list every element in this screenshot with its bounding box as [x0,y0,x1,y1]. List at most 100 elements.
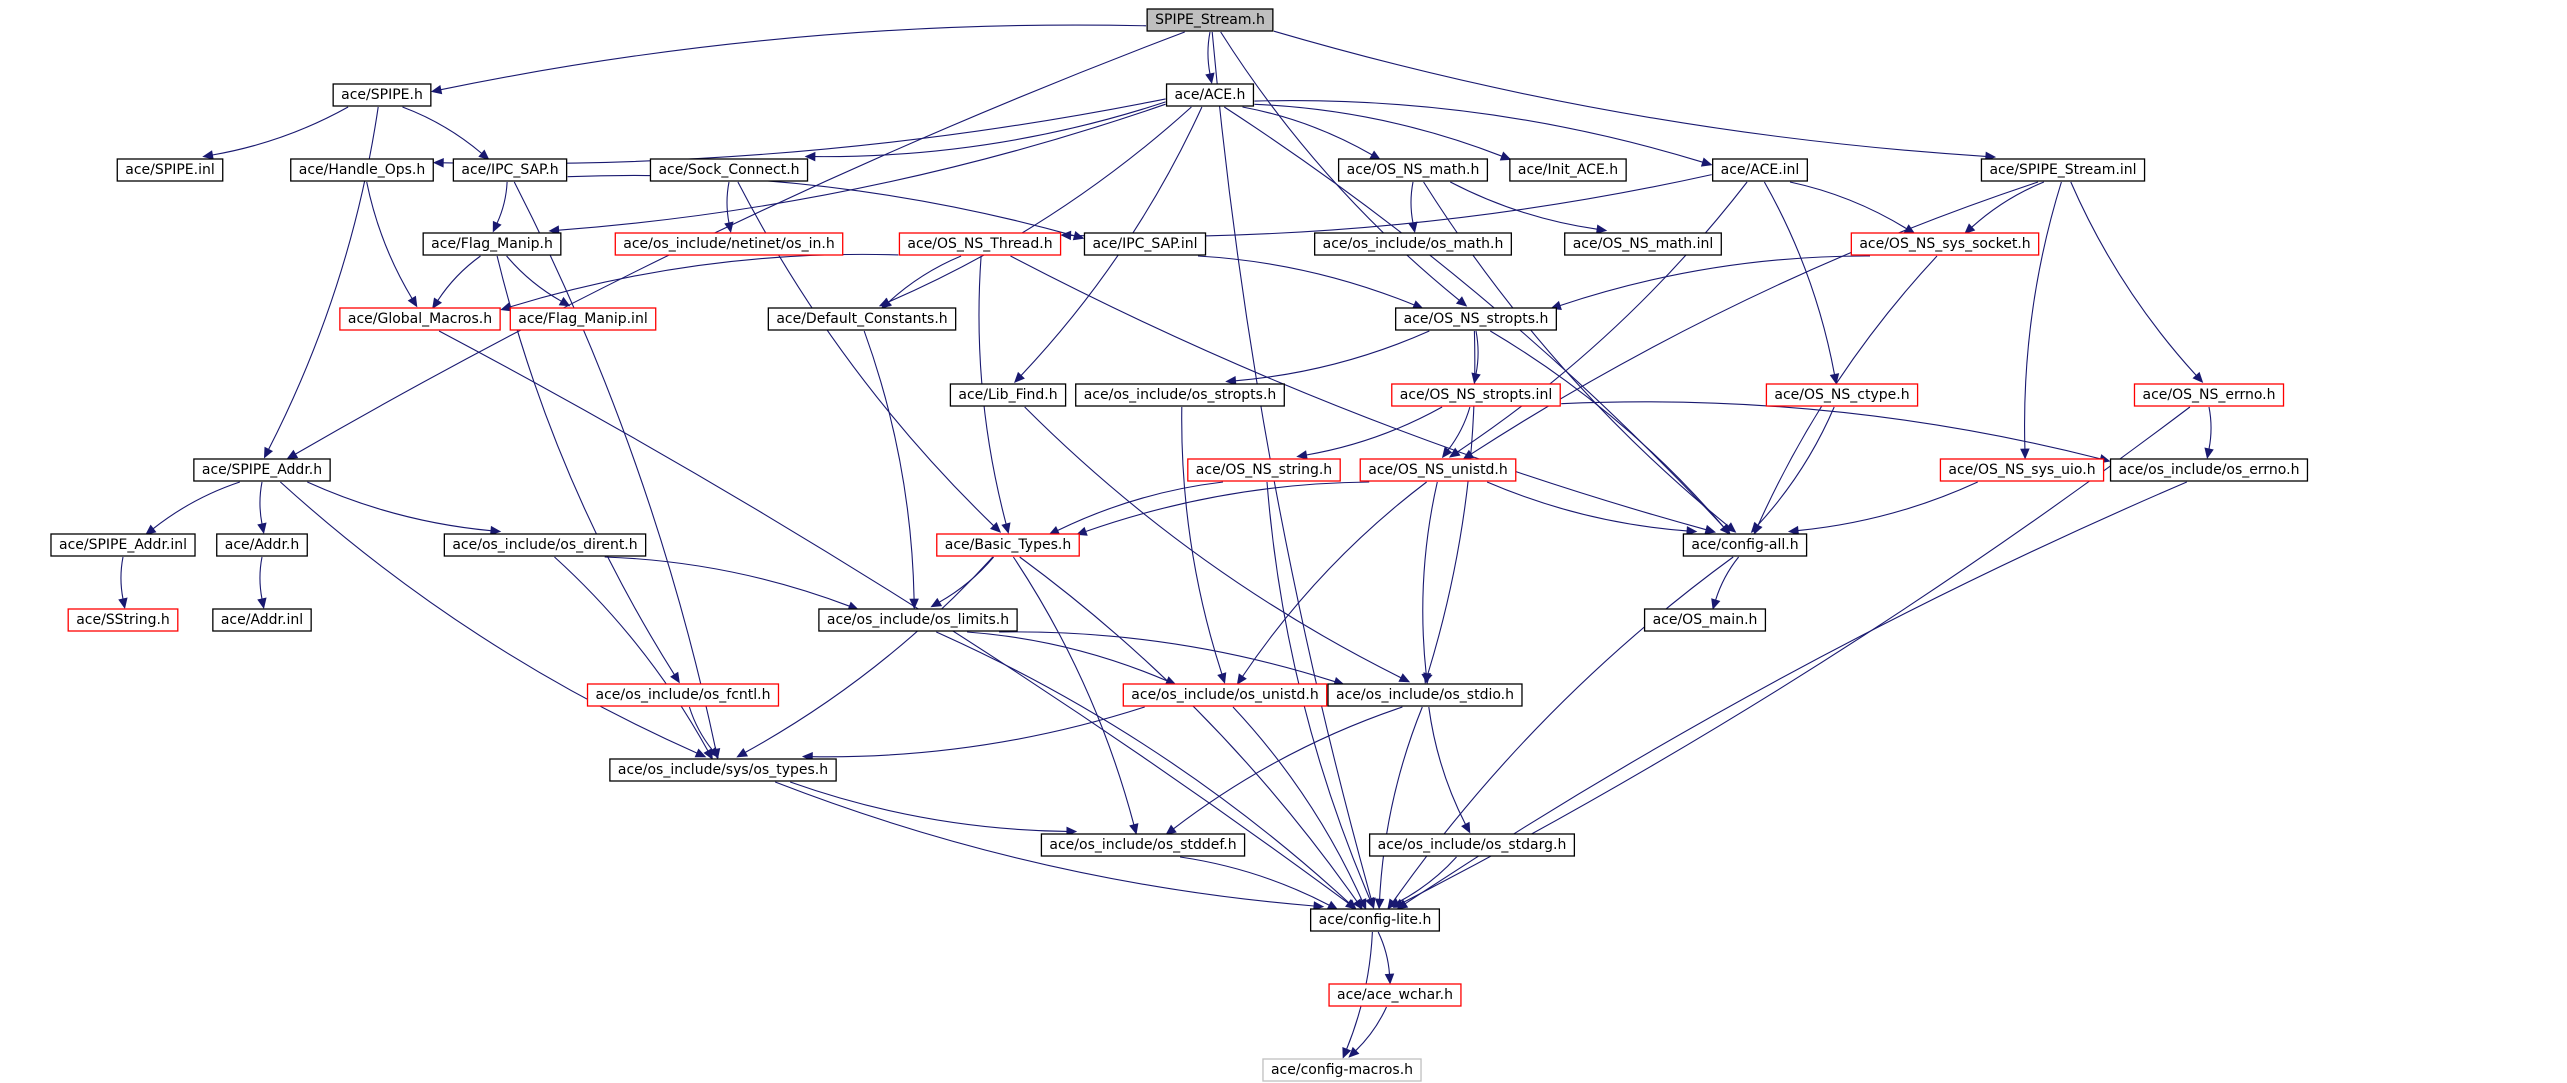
node-addr[interactable]: ace/Addr.h [216,533,308,557]
node-global-macros[interactable]: ace/Global_Macros.h [339,307,501,331]
node-init-ace[interactable]: ace/Init_ACE.h [1509,158,1627,182]
node-spipe-addr[interactable]: ace/SPIPE_Addr.h [193,458,331,482]
edge-line [999,631,1336,683]
edge-os-limits-to-os-stdio [999,631,1345,687]
node-os-ns-stropts-inl[interactable]: ace/OS_NS_stropts.inl [1391,383,1561,407]
node-box [422,232,562,256]
edge-arrowhead [1499,151,1512,161]
node-handle-ops[interactable]: ace/Handle_Ops.h [290,158,434,182]
node-netinet-os-in[interactable]: ace/os_include/netinet/os_in.h [614,232,844,256]
node-os-ns-stropts[interactable]: ace/OS_NS_stropts.h [1395,307,1557,331]
edge-os-ns-thread-to-config-all [1010,255,1716,535]
node-spipe[interactable]: ace/SPIPE.h [332,83,432,107]
node-box [1309,908,1441,932]
node-ace[interactable]: ace/ACE.h [1165,83,1255,107]
node-root[interactable]: SPIPE_Stream.h [1146,8,1274,32]
node-box [1146,8,1274,32]
edge-line [1797,481,1978,532]
node-os-ns-unistd[interactable]: ace/OS_NS_unistd.h [1359,458,1517,482]
edge-default-constants-to-os-limits [863,330,919,610]
node-os-stropts[interactable]: ace/os_include/os_stropts.h [1075,383,1285,407]
node-box [649,158,809,182]
node-lib-find[interactable]: ace/Lib_Find.h [949,383,1067,407]
node-ace-wchar[interactable]: ace/ace_wchar.h [1328,983,1462,1007]
edge-config-lite-to-ace-wchar [1377,931,1395,985]
node-os-unistd[interactable]: ace/os_include/os_unistd.h [1122,683,1328,707]
edge-arrowhead [1903,224,1916,235]
edge-line [440,24,1147,91]
node-box [1391,383,1561,407]
node-flag-manip-inl[interactable]: ace/Flag_Manip.inl [509,307,657,331]
node-sys-os-types[interactable]: ace/os_include/sys/os_types.h [609,758,837,782]
node-os-dirent[interactable]: ace/os_include/os_dirent.h [443,533,647,557]
node-label: ace/Lib_Find.h [958,387,1057,403]
node-os-math[interactable]: ace/os_include/os_math.h [1314,232,1512,256]
node-ipc-sap-inl[interactable]: ace/IPC_SAP.inl [1083,232,1207,256]
node-ace-inl[interactable]: ace/ACE.inl [1712,158,1808,182]
node-label: ace/OS_NS_stropts.h [1404,311,1549,327]
edge-line [1070,174,1712,238]
node-config-macros[interactable]: ace/config-macros.h [1262,1058,1422,1082]
edge-line [2024,181,2062,450]
node-spipe-stream-inl[interactable]: ace/SPIPE_Stream.inl [1980,158,2146,182]
node-os-ns-sys-socket[interactable]: ace/OS_NS_sys_socket.h [1850,232,2040,256]
node-os-ns-string[interactable]: ace/OS_NS_string.h [1187,458,1341,482]
edge-arrowhead [1236,673,1247,685]
edge-arrowhead [930,597,943,608]
node-box [1328,983,1462,1007]
node-os-ns-math[interactable]: ace/OS_NS_math.h [1337,158,1489,182]
node-default-constants[interactable]: ace/Default_Constants.h [767,307,957,331]
node-label: ace/config-lite.h [1319,912,1432,928]
edge-arrowhead [257,597,267,610]
edge-arrowhead [1398,673,1411,683]
node-os-stddef[interactable]: ace/os_include/os_stddef.h [1040,833,1246,857]
edge-arrowhead [724,221,734,234]
node-os-stdio[interactable]: ace/os_include/os_stdio.h [1327,683,1523,707]
edge-root-to-os-ns-stropts [1220,31,1468,307]
edge-basic-types-to-os-stddef [1012,556,1139,835]
node-label: ace/IPC_SAP.h [461,162,558,178]
node-os-ns-thread[interactable]: ace/OS_NS_Thread.h [898,232,1062,256]
edge-line [1789,181,1907,230]
edge-line [1207,31,1211,75]
node-os-stdarg[interactable]: ace/os_include/os_stdarg.h [1368,833,1576,857]
node-os-ns-sys-uio[interactable]: ace/OS_NS_sys_uio.h [1939,458,2105,482]
edge-line [1377,931,1391,975]
node-os-limits[interactable]: ace/os_include/os_limits.h [818,608,1018,632]
edge-arrowhead [1225,375,1237,386]
node-basic-types[interactable]: ace/Basic_Types.h [936,533,1080,557]
node-label: ace/IPC_SAP.inl [1092,236,1197,252]
node-flag-manip[interactable]: ace/Flag_Manip.h [422,232,562,256]
node-spipe-addr-inl[interactable]: ace/SPIPE_Addr.inl [50,533,196,557]
node-config-all[interactable]: ace/config-all.h [1682,533,1808,557]
edge-ace-to-flag-manip [548,103,1166,235]
node-label: ace/Init_ACE.h [1518,162,1618,178]
node-os-ns-errno[interactable]: ace/OS_NS_errno.h [2133,383,2285,407]
edge-basic-types-to-os-limits [930,556,995,608]
edge-os-ns-unistd-to-os-unistd [1236,481,1427,685]
node-os-errno[interactable]: ace/os_include/os_errno.h [2109,458,2309,482]
edge-arrowhead [1048,525,1061,535]
node-os-ns-math-inl[interactable]: ace/OS_NS_math.inl [1564,232,1722,256]
edge-flag-manip-to-flag-manip-inl [506,255,571,307]
edge-line [1220,31,1460,301]
edge-os-dirent-to-os-limits [604,556,860,611]
edge-arrowhead [1964,223,1976,235]
node-sock-connect[interactable]: ace/Sock_Connect.h [649,158,809,182]
node-os-main[interactable]: ace/OS_main.h [1643,608,1767,632]
edge-os-ns-unistd-to-basic-types [1076,481,1370,536]
node-label: ace/Addr.inl [221,612,303,628]
node-sstring[interactable]: ace/SString.h [67,608,179,632]
edge-line [726,181,730,224]
node-os-ns-ctype[interactable]: ace/OS_NS_ctype.h [1765,383,1919,407]
edge-arrowhead [2020,448,2030,460]
edge-arrowhead [432,297,443,310]
node-box [1939,458,2105,482]
node-ipc-sap[interactable]: ace/IPC_SAP.h [452,158,568,182]
node-os-fcntl[interactable]: ace/os_include/os_fcntl.h [586,683,780,707]
node-spipe-inl[interactable]: ace/SPIPE.inl [116,158,224,182]
edge-flag-manip-to-global-macros [432,255,481,310]
node-addr-inl[interactable]: ace/Addr.inl [212,608,312,632]
edge-line [1422,481,1438,675]
node-config-lite[interactable]: ace/config-lite.h [1309,908,1441,932]
